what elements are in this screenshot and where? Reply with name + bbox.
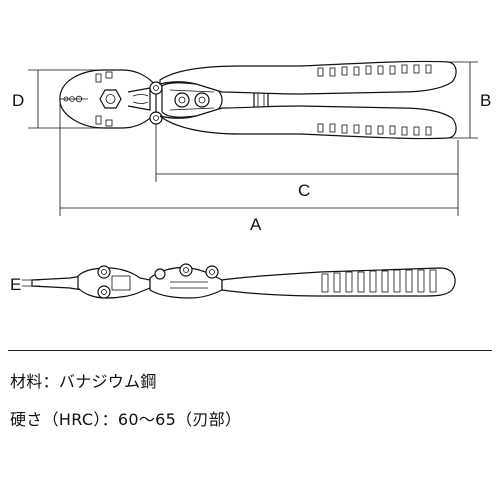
dimension-label-d: D (12, 91, 24, 110)
hardness-spec: 硬さ（HRC）：60～65（刃部） (10, 410, 242, 429)
side-pin-2 (179, 263, 193, 277)
side-handle (221, 267, 456, 297)
hex-nut-icon (99, 89, 122, 109)
linkage-pin-2 (194, 92, 210, 108)
crimp-notches (60, 95, 88, 103)
tool-top-view (59, 60, 457, 140)
side-pin-1 (154, 268, 166, 280)
side-grip-ribs (321, 269, 437, 293)
upper-handle (159, 60, 457, 95)
dimension-label-a: A (250, 215, 262, 234)
dimension-e: E (10, 275, 40, 294)
pivot-screw-lower (149, 111, 163, 125)
side-head (77, 267, 151, 299)
side-pin-3 (205, 265, 219, 279)
side-screw-1 (97, 265, 111, 279)
dimension-d: D (12, 69, 104, 129)
dimension-b: B (448, 61, 491, 139)
tool-dimension-drawing: D B C A (10, 60, 491, 299)
material-spec: 材料：バナジウム鋼 (10, 372, 157, 391)
section-divider (8, 350, 492, 351)
dimension-label-c: C (298, 181, 310, 200)
lower-handle (159, 105, 457, 140)
lower-grip-ribs (317, 123, 432, 136)
upper-grip-ribs (317, 64, 432, 77)
side-screw-2 (97, 285, 111, 299)
dimension-a: A (59, 104, 459, 234)
dimension-label-b: B (480, 91, 491, 110)
linkage-pin-1 (174, 92, 190, 108)
tool-side-view (31, 263, 456, 299)
dimension-label-e: E (10, 275, 21, 294)
dimension-c: C (155, 124, 459, 200)
spring-block (253, 91, 269, 109)
